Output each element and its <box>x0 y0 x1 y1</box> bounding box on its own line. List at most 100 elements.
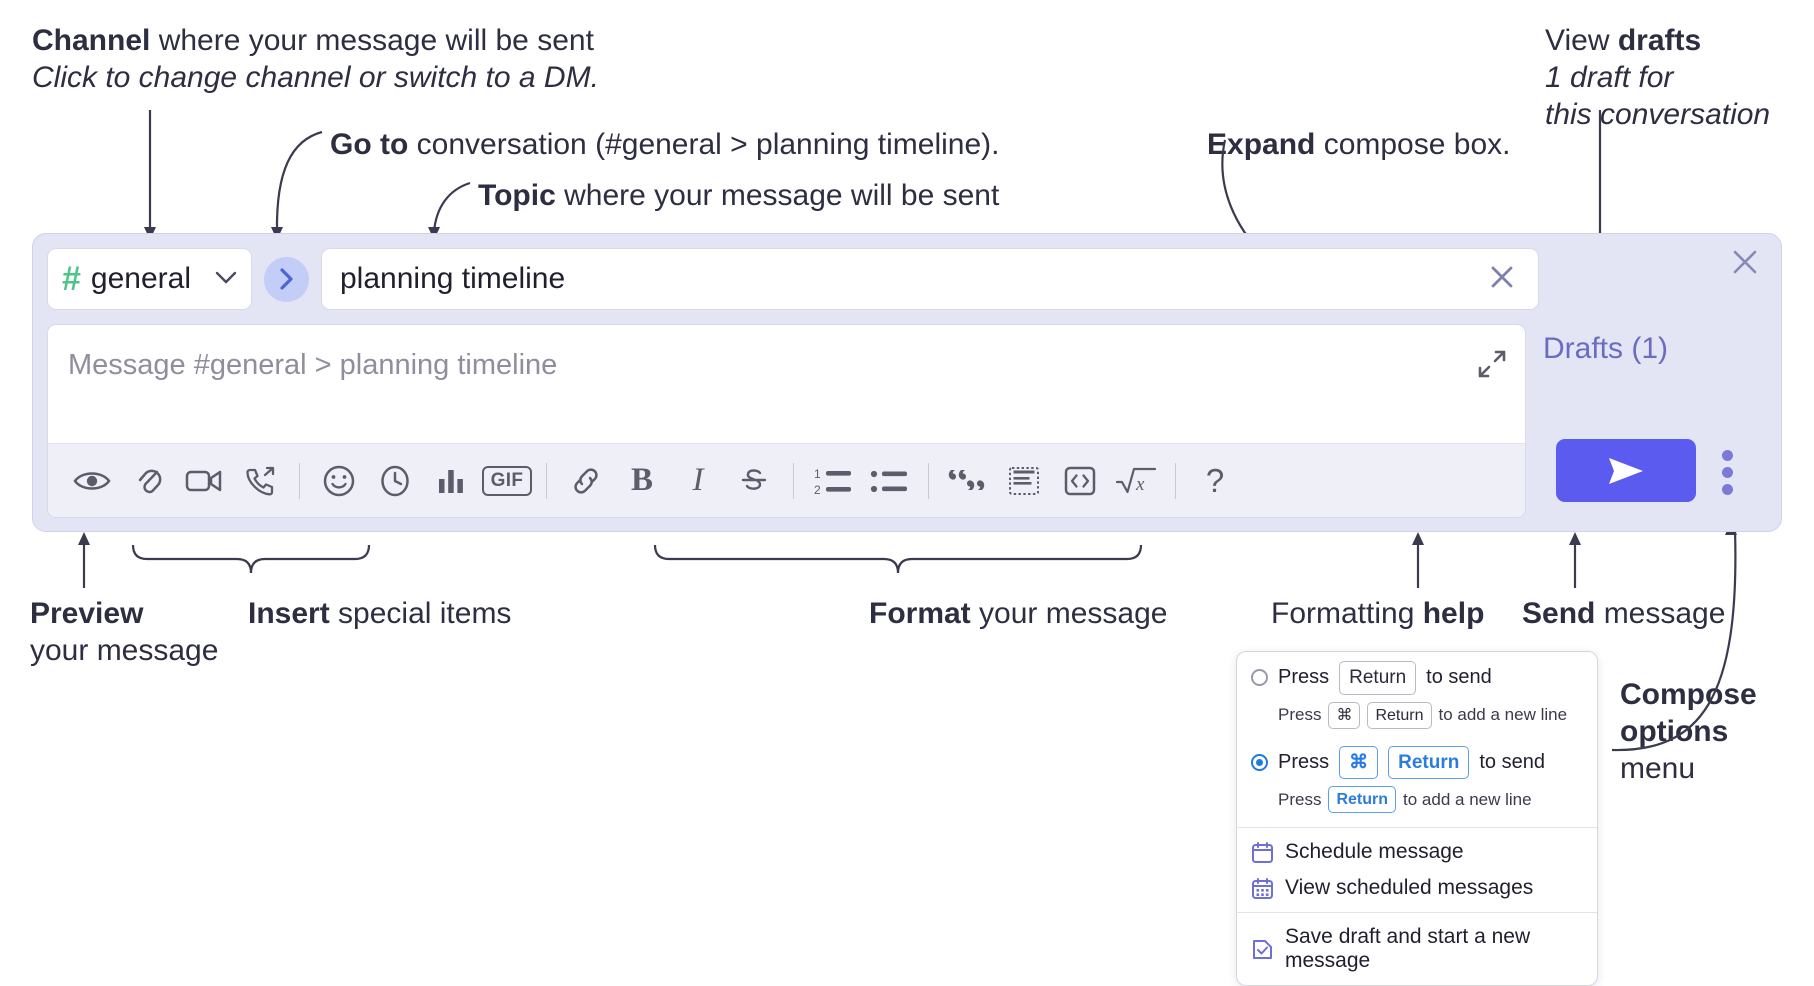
annotation-channel-rest: where your message will be sent <box>150 24 594 57</box>
clear-topic-icon[interactable] <box>1484 259 1520 300</box>
clock-icon[interactable] <box>367 455 423 507</box>
menu-divider <box>1237 827 1597 829</box>
option2-sub-key-return: Return <box>1328 786 1397 814</box>
annotation-send-bold: Send <box>1522 597 1596 630</box>
annotation-send: Send message <box>1522 595 1725 632</box>
annotation-insert-rest: special items <box>329 597 512 630</box>
menu-item-label: Schedule message <box>1285 840 1464 864</box>
annotation-format-rest: your message <box>970 597 1168 630</box>
send-icon <box>1609 457 1643 484</box>
compose-options-button[interactable] <box>1722 450 1733 495</box>
italic-icon[interactable]: I <box>670 455 726 507</box>
annotation-drafts-italic1: 1 draft for <box>1545 61 1674 95</box>
option2-key-return: Return <box>1388 745 1470 780</box>
paperclip-icon[interactable] <box>120 455 176 507</box>
toolbar-divider <box>299 462 300 499</box>
annotated-diagram: Channel where your message will be sent … <box>30 22 1782 986</box>
blockquote-icon[interactable] <box>940 455 996 507</box>
option2-sub-press: Press <box>1278 789 1322 809</box>
chevron-down-icon <box>215 268 237 290</box>
phone-forward-icon[interactable] <box>232 455 288 507</box>
annotation-compose-options-bold1: Compose <box>1620 678 1757 711</box>
annotation-drafts: View drafts 1 draft for this conversatio… <box>1545 22 1770 134</box>
annotation-topic-bold: Topic <box>478 179 556 212</box>
menu-item-schedule-message[interactable]: Schedule message <box>1237 834 1597 870</box>
menu-option-cmd-return-to-send[interactable]: Press ⌘ Return to send Press Return to a… <box>1237 737 1597 822</box>
compose-header-row: # general planning timeline <box>47 248 1539 310</box>
calendar-grid-icon <box>1251 877 1274 900</box>
inline-code-icon[interactable] <box>1052 455 1108 507</box>
bullet-list-icon[interactable] <box>861 455 917 507</box>
bar-chart-icon[interactable] <box>423 455 479 507</box>
link-icon[interactable] <box>558 455 614 507</box>
kebab-dot <box>1722 484 1733 495</box>
option1-sub-key-return: Return <box>1367 701 1432 729</box>
menu-item-view-scheduled-messages[interactable]: View scheduled messages <box>1237 870 1597 906</box>
expand-compose-icon[interactable] <box>1475 347 1509 386</box>
menu-item-label: Save draft and start a new message <box>1285 925 1531 973</box>
option1-sub-press: Press <box>1278 705 1322 725</box>
annotation-drafts-plain: View <box>1545 24 1618 57</box>
annotation-goto-rest: conversation (#general > planning timeli… <box>408 128 1000 161</box>
menu-divider <box>1237 912 1597 914</box>
annotation-preview-rest: your message <box>30 634 219 668</box>
compose-options-menu: Press Return to send Press ⌘ Return to a… <box>1236 651 1598 986</box>
annotation-channel: Channel where your message will be sent … <box>32 22 599 96</box>
help-label: ? <box>1205 461 1225 499</box>
close-compose-icon[interactable] <box>1725 242 1765 287</box>
chevron-right-icon <box>279 268 293 290</box>
annotation-channel-bold: Channel <box>32 24 151 57</box>
radio-cmd-return-to-send[interactable] <box>1251 754 1268 771</box>
compose-panel: # general planning timeline Message #gen… <box>32 233 1782 532</box>
channel-selector[interactable]: # general <box>47 248 252 310</box>
gif-label: GIF <box>481 465 533 496</box>
option1-sub-tail: to add a new line <box>1438 705 1568 725</box>
annotation-goto: Go to conversation (#general > planning … <box>330 126 1000 163</box>
annotation-help: Formatting help <box>1271 595 1484 632</box>
send-button[interactable] <box>1556 439 1696 502</box>
toolbar-divider <box>793 462 794 499</box>
annotation-help-plain: Formatting <box>1271 597 1423 630</box>
radio-return-to-send[interactable] <box>1251 669 1268 687</box>
option2-key-cmd: ⌘ <box>1339 745 1379 780</box>
drafts-link[interactable]: Drafts (1) <box>1543 332 1669 365</box>
toolbar-divider <box>1175 462 1176 499</box>
code-block-icon[interactable] <box>996 455 1052 507</box>
annotation-compose-options-rest: menu <box>1620 752 1696 786</box>
video-icon[interactable] <box>176 455 232 507</box>
toolbar-divider <box>546 462 547 499</box>
option1-press: Press <box>1278 666 1330 689</box>
annotation-drafts-bold: drafts <box>1617 24 1702 57</box>
topic-value: planning timeline <box>340 262 566 295</box>
math-icon[interactable]: x <box>1108 455 1164 507</box>
annotation-expand: Expand compose box. <box>1207 126 1510 163</box>
help-icon[interactable]: ? <box>1187 455 1243 507</box>
kebab-dot <box>1722 467 1733 478</box>
message-placeholder: Message #general > planning timeline <box>68 349 558 381</box>
annotation-topic-rest: where your message will be sent <box>555 179 1000 212</box>
annotation-preview-bold: Preview <box>30 597 144 630</box>
message-input-box[interactable]: Message #general > planning timeline <box>47 324 1526 518</box>
topic-input[interactable]: planning timeline <box>321 248 1539 310</box>
annotation-format: Format your message <box>869 595 1167 632</box>
strikethrough-icon[interactable] <box>726 455 782 507</box>
option2-tail: to send <box>1479 751 1545 773</box>
annotation-preview: Preview your message <box>30 595 218 669</box>
preview-icon[interactable] <box>64 455 120 507</box>
menu-option-return-to-send[interactable]: Press Return to send Press ⌘ Return to a… <box>1237 652 1597 737</box>
option1-key-return: Return <box>1339 661 1417 695</box>
annotation-drafts-italic2: this conversation <box>1545 98 1771 132</box>
calendar-icon <box>1251 841 1274 864</box>
annotation-send-rest: message <box>1595 597 1726 630</box>
option2-press: Press <box>1278 751 1330 773</box>
gif-icon[interactable]: GIF <box>479 455 535 507</box>
bold-icon[interactable]: B <box>614 455 670 507</box>
italic-label: I <box>692 462 704 498</box>
annotation-expand-bold: Expand <box>1207 128 1316 161</box>
emoji-icon[interactable] <box>311 455 367 507</box>
menu-item-save-draft[interactable]: Save draft and start a new message <box>1237 919 1597 985</box>
goto-conversation-button[interactable] <box>264 256 309 302</box>
svg-text:1: 1 <box>814 467 821 481</box>
